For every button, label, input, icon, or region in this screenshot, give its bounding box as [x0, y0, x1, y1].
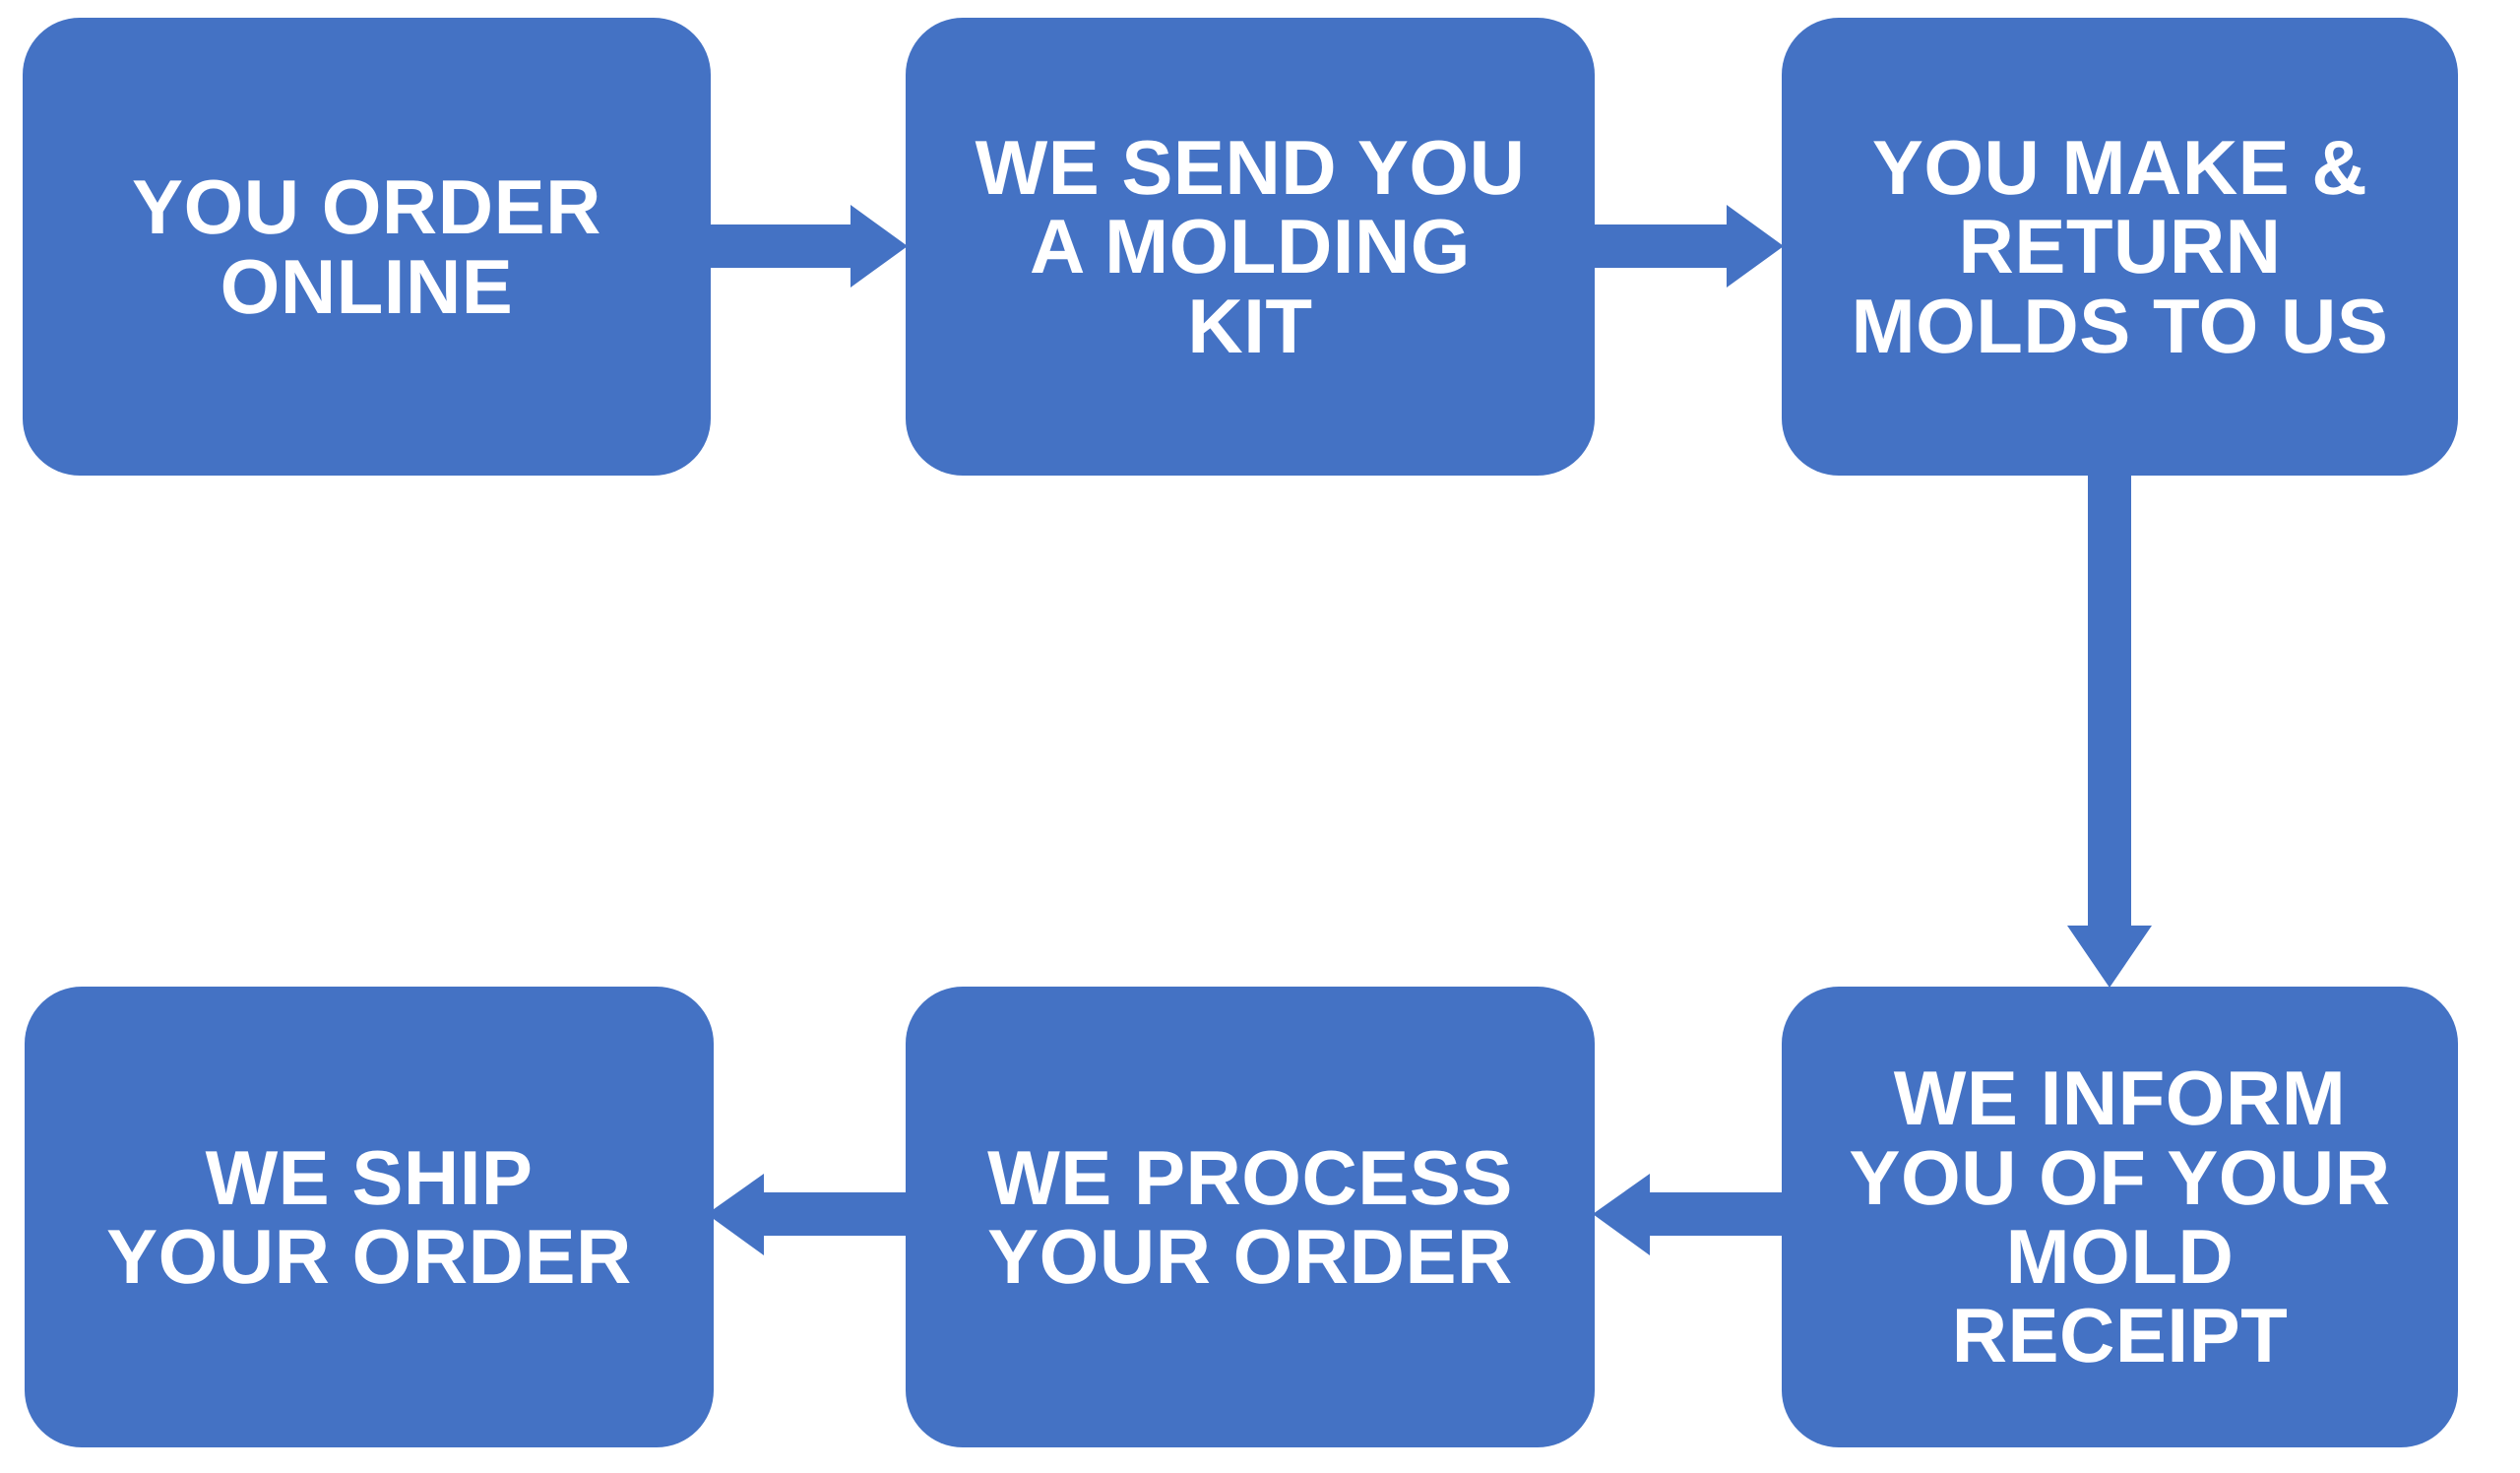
- arrow-send-kit-to-make-return: [1575, 205, 1784, 288]
- arrow-make-return-to-inform-receipt: [2067, 463, 2152, 988]
- arrow-order-online-to-send-kit: [689, 205, 908, 288]
- process-step-inform-receipt[interactable]: WE INFORM YOU OF YOUR MOLD RECEIPT: [1782, 987, 2458, 1447]
- process-step-ship-order[interactable]: WE SHIP YOUR ORDER: [25, 987, 714, 1447]
- process-step-order-online[interactable]: YOU ORDER ONLINE: [23, 18, 711, 476]
- arrow-process-order-to-ship-order: [707, 1174, 925, 1255]
- arrow-inform-receipt-to-process-order: [1593, 1174, 1801, 1255]
- process-step-make-return[interactable]: YOU MAKE & RETURN MOLDS TO US: [1782, 18, 2458, 476]
- process-step-label: YOU ORDER ONLINE: [132, 163, 601, 330]
- process-step-label: WE SEND YOU A MOLDING KIT: [975, 124, 1526, 369]
- process-step-label: WE INFORM YOU OF YOUR MOLD RECEIPT: [1849, 1055, 2391, 1379]
- process-step-process-order[interactable]: WE PROCESS YOUR ORDER: [906, 987, 1595, 1447]
- process-step-label: YOU MAKE & RETURN MOLDS TO US: [1851, 124, 2389, 369]
- process-step-label: WE SHIP YOUR ORDER: [106, 1133, 632, 1300]
- process-step-label: WE PROCESS YOUR ORDER: [987, 1133, 1513, 1300]
- process-step-send-kit[interactable]: WE SEND YOU A MOLDING KIT: [906, 18, 1595, 476]
